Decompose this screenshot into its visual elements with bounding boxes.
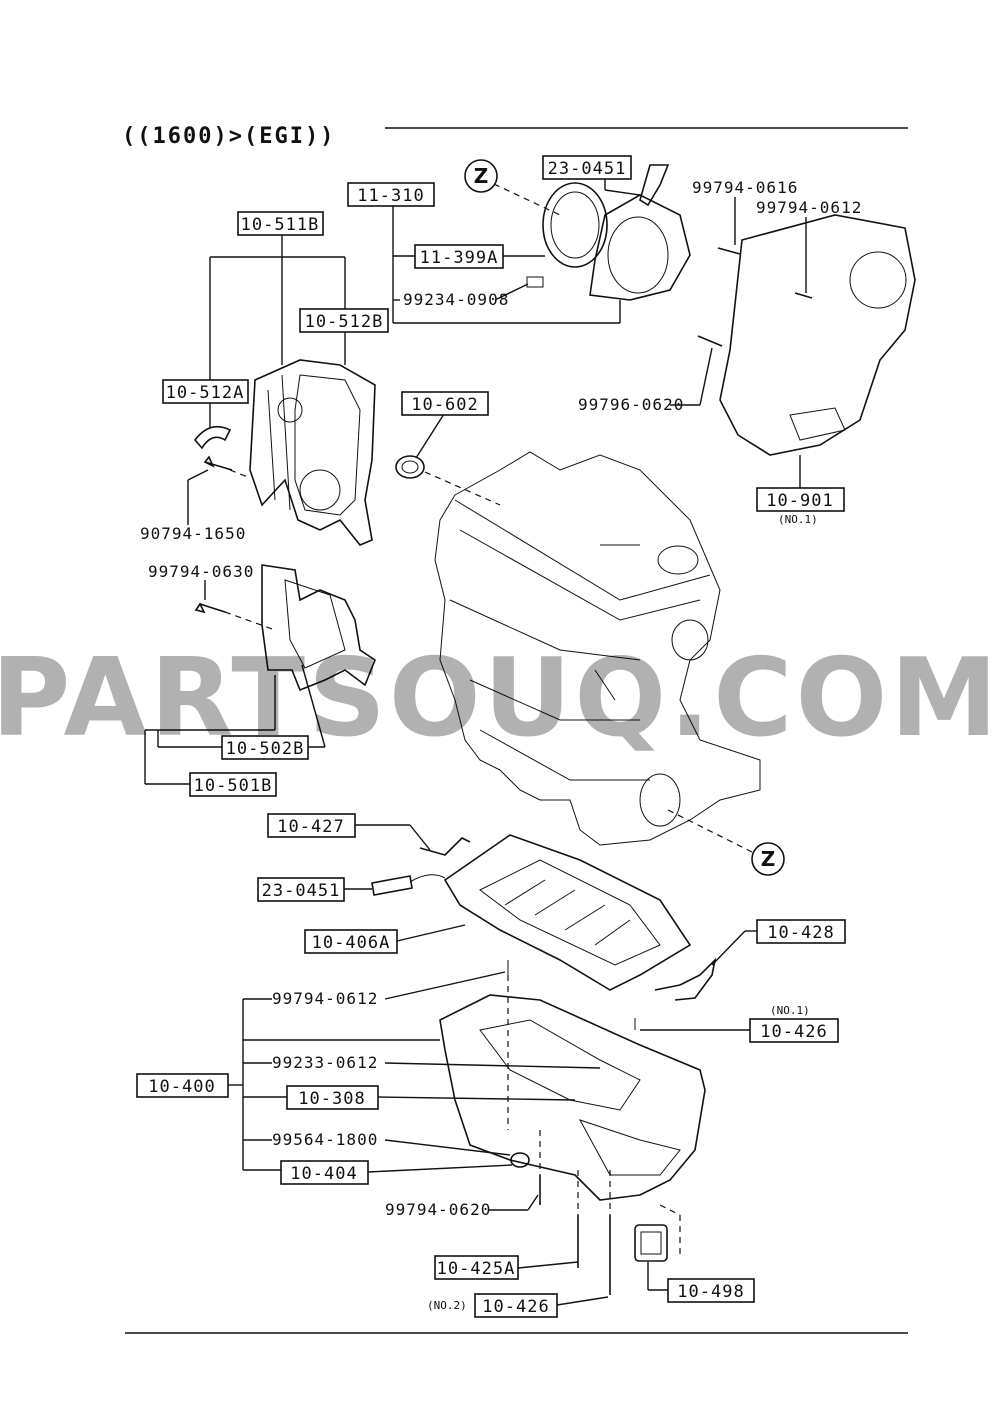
part-callout-10-428[interactable]: 10-428 xyxy=(756,919,846,944)
part-number-99794-0612-top[interactable]: 99794-0612 xyxy=(756,198,862,217)
part-callout-10-512b[interactable]: 10-512B xyxy=(299,308,389,333)
part-number-99794-0612-bottom[interactable]: 99794-0612 xyxy=(272,989,378,1008)
reference-mark-z-bottom: Z xyxy=(751,842,785,876)
note-no2-10-426: (NO.2) xyxy=(427,1299,467,1312)
part-number-99234-0908[interactable]: 99234-0908 xyxy=(403,290,509,309)
part-code: 10-426 xyxy=(760,1022,827,1042)
part-callout-10-427[interactable]: 10-427 xyxy=(267,813,356,838)
part-callout-10-404[interactable]: 10-404 xyxy=(280,1160,369,1185)
part-code: 10-512A xyxy=(166,383,245,403)
part-code: 10-602 xyxy=(411,395,478,415)
part-code: 10-512B xyxy=(305,312,384,332)
reference-mark-label: Z xyxy=(761,847,776,871)
rear-cover-drawing xyxy=(526,164,916,456)
part-code: 10-511B xyxy=(241,215,320,235)
part-number-99794-0616[interactable]: 99794-0616 xyxy=(692,178,798,197)
part-code: 10-498 xyxy=(677,1282,744,1302)
part-code: 10-308 xyxy=(298,1089,365,1109)
oil-pan-drawing xyxy=(371,834,717,1295)
part-code: 10-501B xyxy=(194,776,273,796)
part-callout-10-425a[interactable]: 10-425A xyxy=(434,1255,519,1280)
part-callout-10-501b[interactable]: 10-501B xyxy=(189,772,277,797)
part-callout-10-426-no2[interactable]: 10-426 xyxy=(474,1293,558,1318)
part-callout-10-602[interactable]: 10-602 xyxy=(401,391,489,416)
part-number-99564-1800[interactable]: 99564-1800 xyxy=(272,1130,378,1149)
part-callout-10-400[interactable]: 10-400 xyxy=(136,1073,229,1098)
note-no1-10-901: (NO.1) xyxy=(778,513,818,526)
part-callout-23-0451-top[interactable]: 23-0451 xyxy=(542,155,632,180)
part-callout-10-901[interactable]: 10-901 xyxy=(756,487,845,512)
part-callout-10-498[interactable]: 10-498 xyxy=(667,1278,755,1303)
part-code: 10-502B xyxy=(226,739,305,759)
engine-block-drawing xyxy=(434,451,761,846)
leader-lines xyxy=(144,178,807,1306)
part-number-99796-0620[interactable]: 99796-0620 xyxy=(578,395,684,414)
part-code: 23-0451 xyxy=(262,881,341,901)
part-callout-11-399a[interactable]: 11-399A xyxy=(414,244,504,269)
part-code: 23-0451 xyxy=(548,159,627,179)
part-code: 10-406A xyxy=(312,933,391,953)
part-number-90794-1650[interactable]: 90794-1650 xyxy=(140,524,246,543)
watermark: PARTSOUQ.COM xyxy=(0,636,992,761)
part-callout-10-406a[interactable]: 10-406A xyxy=(304,929,398,954)
part-code: 11-310 xyxy=(357,186,424,206)
part-code: 10-428 xyxy=(767,923,834,943)
note-no1-10-426: (NO.1) xyxy=(770,1004,810,1017)
diagram-title: ((1600)>(EGI)) xyxy=(122,124,335,149)
part-callout-10-502b[interactable]: 10-502B xyxy=(221,735,309,760)
part-number-99233-0612[interactable]: 99233-0612 xyxy=(272,1053,378,1072)
part-code: 10-426 xyxy=(482,1297,549,1317)
part-code: 10-400 xyxy=(148,1077,215,1097)
part-callout-10-511b[interactable]: 10-511B xyxy=(237,211,324,236)
part-callout-23-0451-bottom[interactable]: 23-0451 xyxy=(257,877,345,902)
part-callout-11-310[interactable]: 11-310 xyxy=(347,182,435,207)
dashed-guide-lines xyxy=(224,183,753,1255)
part-code: 10-404 xyxy=(290,1164,357,1184)
part-number-99794-0620[interactable]: 99794-0620 xyxy=(385,1200,491,1219)
part-callout-10-512a[interactable]: 10-512A xyxy=(162,379,249,404)
part-callout-10-308[interactable]: 10-308 xyxy=(286,1085,379,1110)
reference-mark-label: Z xyxy=(474,164,489,188)
part-callout-10-426-no1[interactable]: 10-426 xyxy=(749,1018,839,1043)
part-number-99794-0630[interactable]: 99794-0630 xyxy=(148,562,254,581)
part-code: 10-427 xyxy=(277,817,344,837)
part-code: 10-901 xyxy=(766,491,833,511)
reference-mark-z-top: Z xyxy=(464,159,498,193)
timing-covers-drawing xyxy=(193,359,425,692)
part-code: 10-425A xyxy=(437,1259,516,1279)
part-code: 11-399A xyxy=(420,248,499,268)
